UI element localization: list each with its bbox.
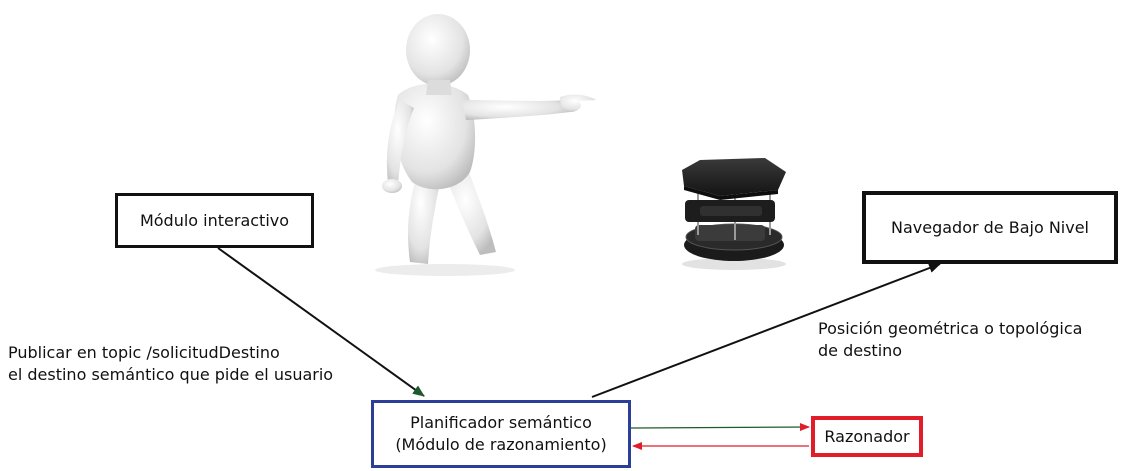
arrow-planner-to-navigator [591, 263, 941, 398]
reasoner-box: Razonador [811, 416, 923, 457]
person-figure [375, 14, 596, 276]
person-head [406, 14, 470, 86]
reasoner-label: Razonador [824, 426, 910, 446]
robot-middle-plate-2 [700, 206, 762, 216]
publish-topic-line2: el destino semántico que pide el usuario [8, 365, 334, 384]
robot-top-plate [682, 158, 786, 196]
person-arm-right [462, 100, 570, 120]
semantic-planner-label-line1: Planificador semántico [410, 413, 592, 432]
low-level-navigator-box: Navegador de Bajo Nivel [862, 191, 1118, 264]
person-neck [426, 80, 452, 95]
arrow-interactive-to-planner [217, 247, 425, 397]
robot-shadow [682, 258, 786, 270]
person-hand-left [382, 179, 402, 193]
person-hand-right [560, 94, 596, 112]
semantic-planner-box: Planificador semántico (Módulo de razona… [371, 400, 631, 468]
arrow-planner-to-reasoner [630, 423, 810, 432]
interactive-module-label: Módulo interactivo [139, 210, 290, 230]
destination-position-line2: de destino [818, 341, 903, 360]
robot-top-edge [684, 186, 778, 200]
person-leg-right [445, 170, 496, 255]
interactive-module-box: Módulo interactivo [115, 193, 314, 248]
publish-topic-line1: Publicar en topic /solicitudDestino [8, 343, 280, 362]
person-torso [394, 83, 476, 190]
low-level-navigator-label: Navegador de Bajo Nivel [890, 217, 1089, 237]
person-leg-left [407, 170, 440, 264]
destination-position-line1: Posición geométrica o topológica [818, 319, 1083, 338]
destination-position-annotation: Posición geométrica o topológica de dest… [818, 318, 1082, 362]
person-shadow [375, 264, 515, 276]
person-arm-left [386, 100, 414, 186]
robot-figure [682, 158, 786, 270]
robot-electronics [695, 225, 765, 241]
publish-topic-annotation: Publicar en topic /solicitudDestino el d… [8, 342, 333, 386]
semantic-planner-label-line2: (Módulo de razonamiento) [395, 435, 607, 454]
